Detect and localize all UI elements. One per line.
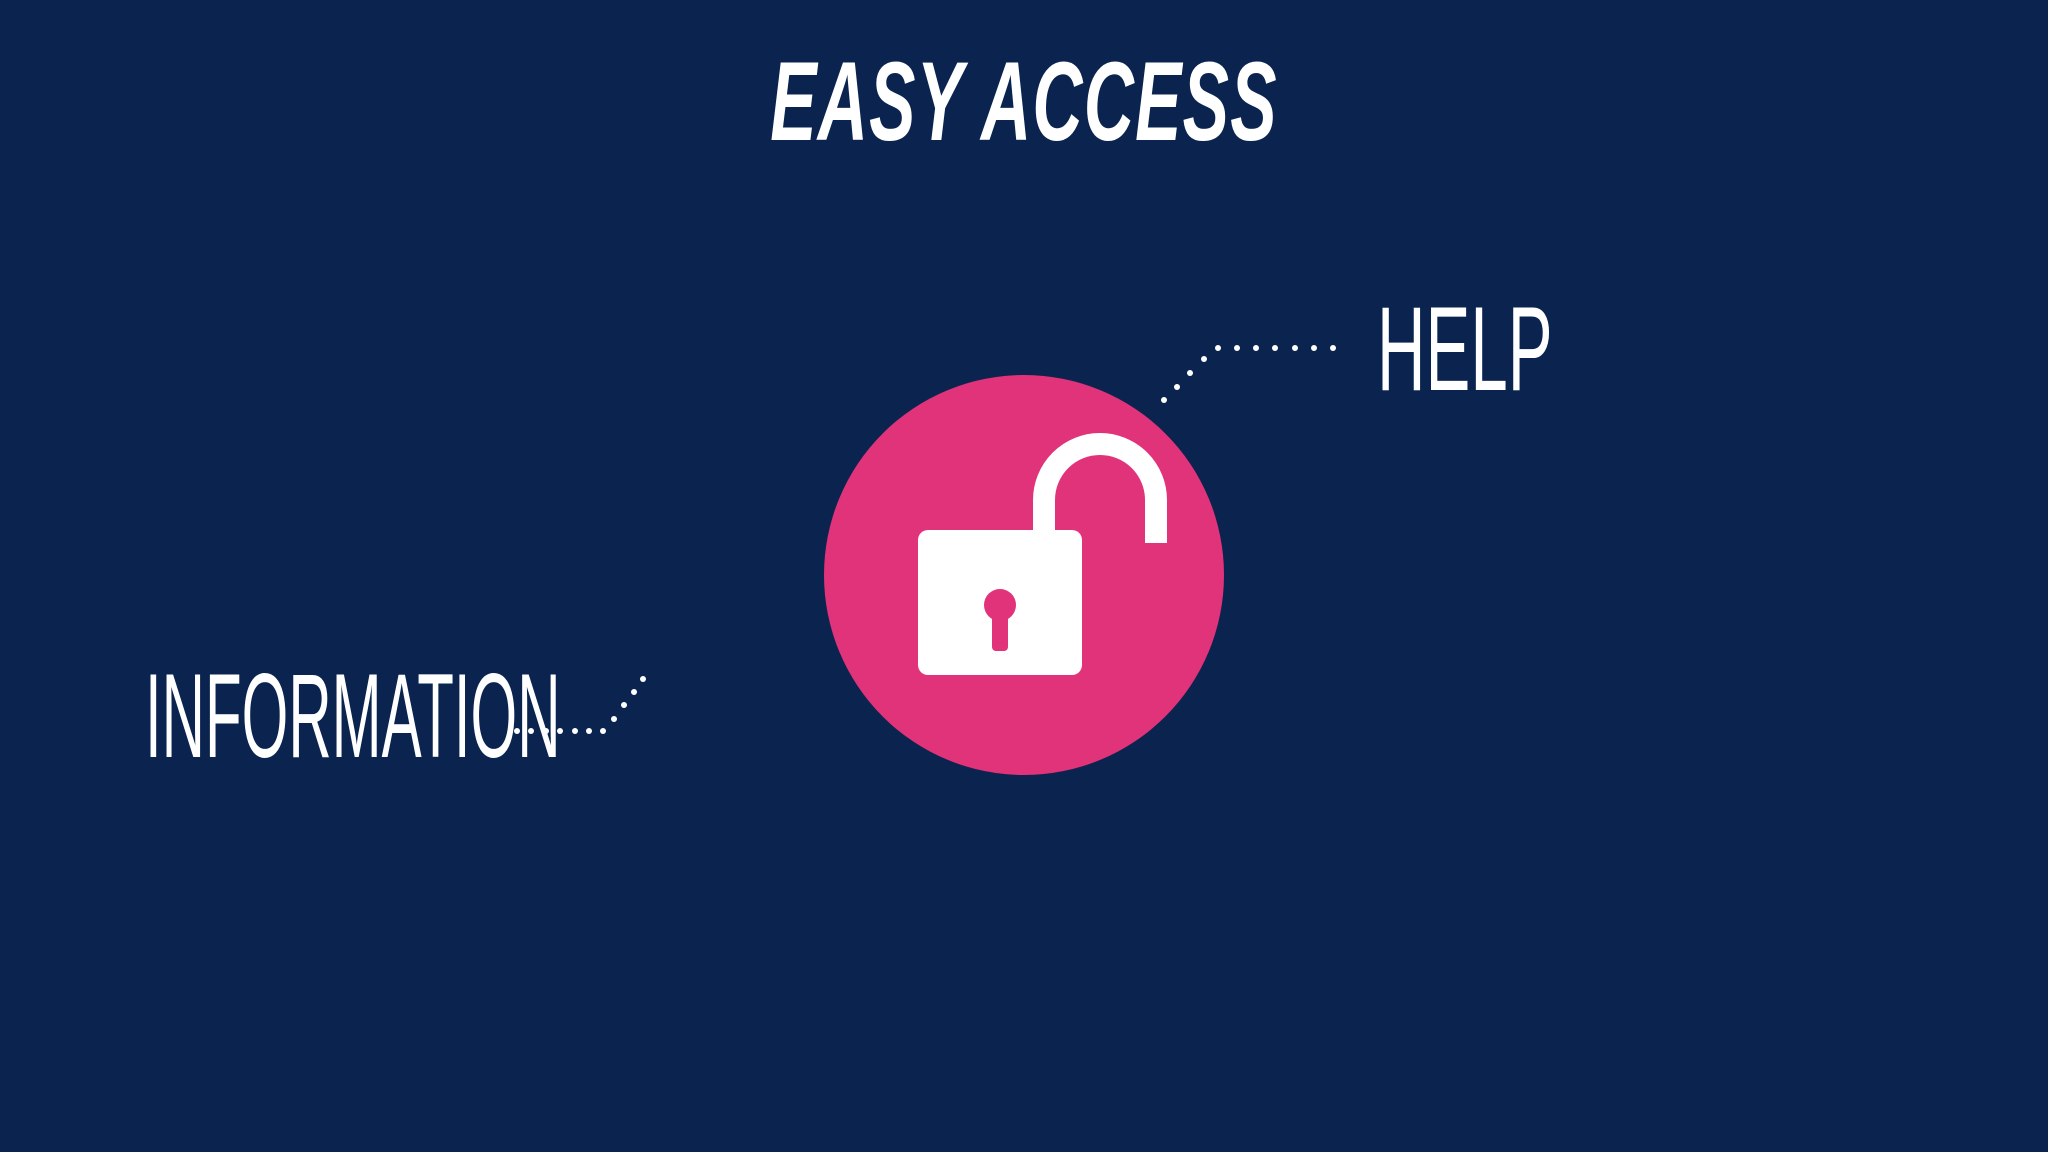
help-connector-dots [1161, 345, 1336, 403]
information-connector-dots [514, 676, 646, 734]
unlocked-padlock-icon [918, 433, 1167, 675]
information-label: INFORMATION [145, 649, 561, 783]
slide-title: EASY ACCESS [770, 39, 1278, 164]
help-label: HELP [1377, 282, 1553, 416]
